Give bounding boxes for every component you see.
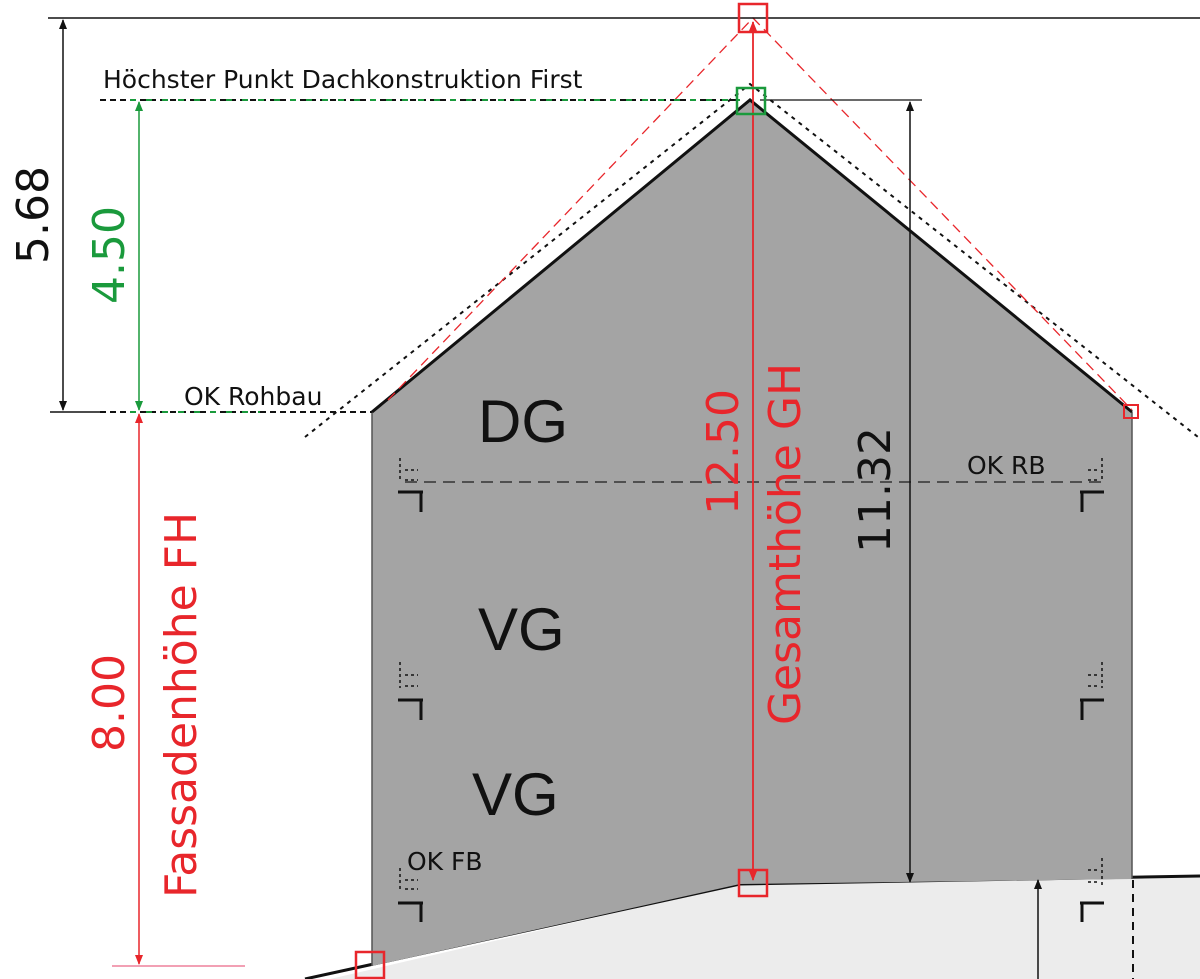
- highest-point-label: Höchster Punkt Dachkonstruktion First: [103, 65, 583, 94]
- dim-facade-value: 8.00: [84, 654, 135, 752]
- floor-vg-upper: VG: [478, 596, 565, 663]
- floor-symbols-left: [398, 458, 423, 922]
- dim-facade-label: Fassadenhöhe FH: [156, 512, 207, 898]
- dim-building-height-value: 11.32: [850, 427, 901, 553]
- dim-total-height-value: 12.50: [698, 389, 749, 515]
- ok-rohbau-label: OK Rohbau: [184, 382, 322, 411]
- building-section: [372, 100, 1132, 966]
- dim-total-left-value: 5.68: [8, 166, 59, 264]
- dim-roof-green-value: 4.50: [84, 206, 135, 304]
- floor-symbols-right: [1080, 458, 1104, 922]
- point-ridge-green: [735, 86, 767, 116]
- point-top-red: [737, 2, 769, 34]
- floor-vg-lower: VG: [472, 761, 559, 828]
- point-eave-right-red: [1123, 404, 1139, 419]
- ground-area: [330, 876, 1200, 979]
- point-ground-left-red: [354, 950, 386, 979]
- floor-dg: DG: [478, 388, 568, 455]
- dim-total-height-label: Gesamthöhe GH: [760, 363, 811, 725]
- point-ground-center-red: [737, 868, 769, 898]
- ok-rb-label: OK RB: [967, 451, 1046, 480]
- ok-fb-label: OK FB: [407, 847, 483, 876]
